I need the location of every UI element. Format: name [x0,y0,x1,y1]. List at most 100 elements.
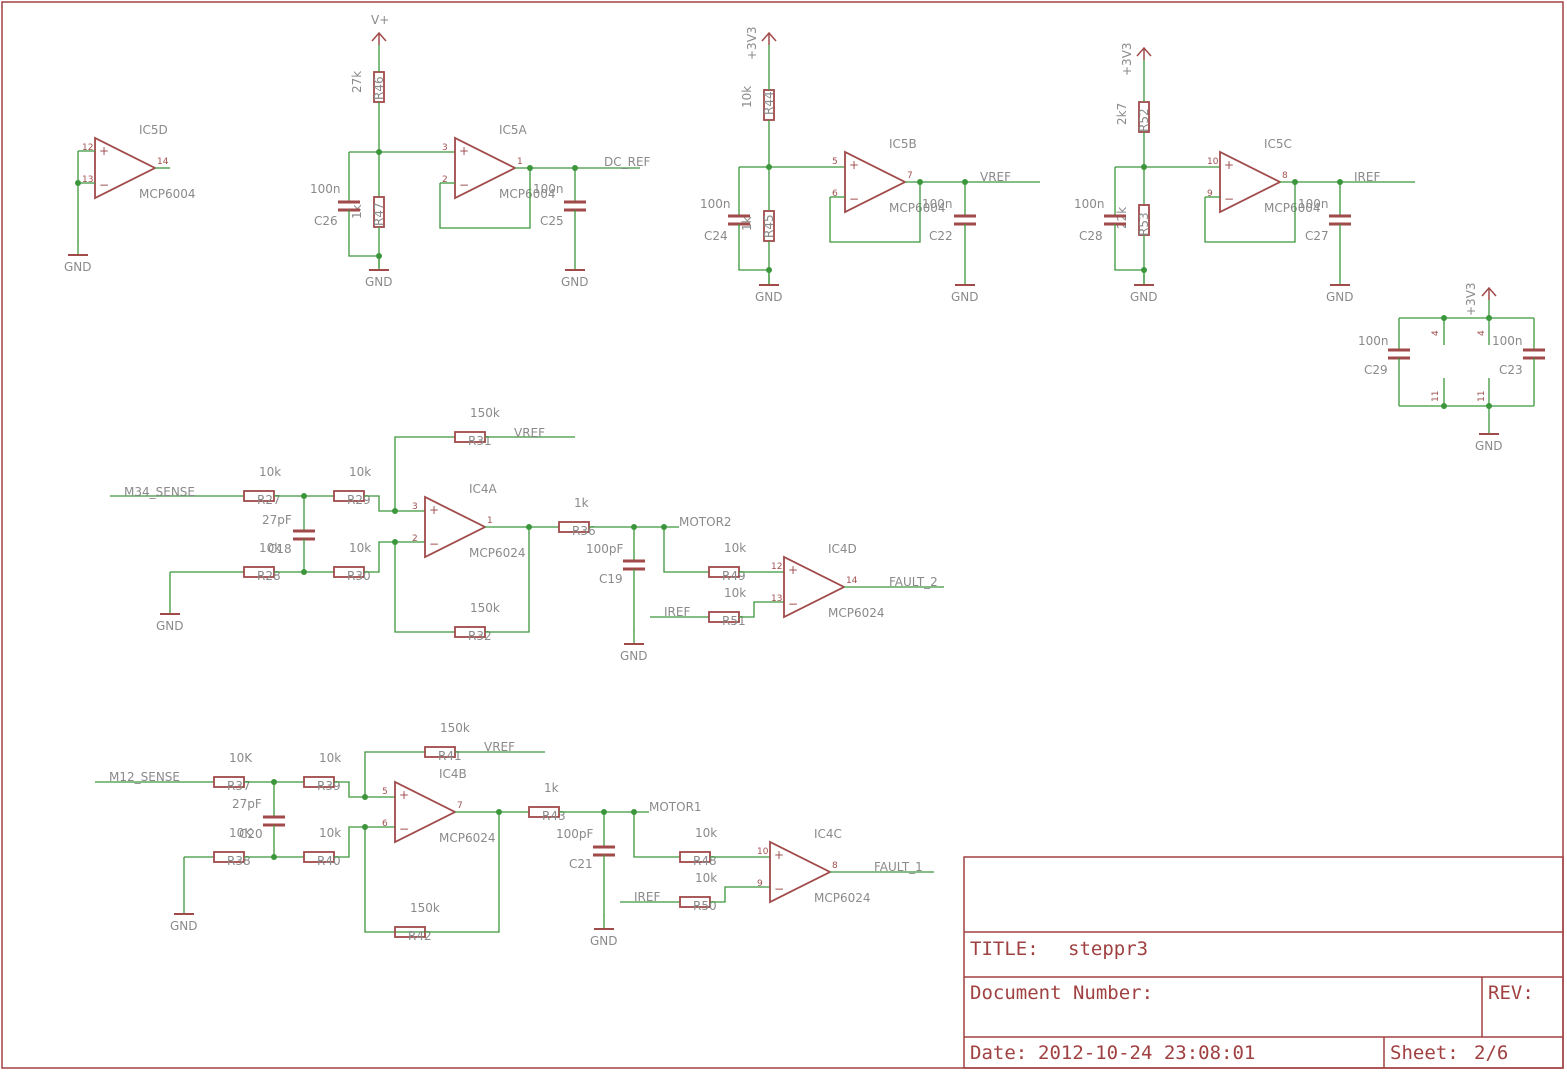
resistor-value: 1k [574,496,589,510]
pin-number: 10 [1207,157,1219,167]
capacitor-name: C24 [704,229,728,243]
title-block [963,856,1564,1069]
ground-label: GND [1475,439,1503,453]
resistor-name: R49 [722,569,746,583]
document-number-label: Document Number: [970,982,1153,1004]
net-label-dc-ref: DC_REF [604,155,651,169]
opamp-value: MCP6024 [439,831,496,845]
opamp-symbol: +− [783,555,847,619]
capacitor-value: 100n [700,197,731,211]
pin-number: 8 [1282,171,1288,181]
minus-sign: − [459,178,469,192]
pin-number: 5 [832,157,838,167]
capacitor-symbol [1388,348,1410,360]
junction-dot [1141,267,1147,273]
pin-number: 14 [846,576,858,586]
net-label-iref: IREF [664,605,690,619]
ground-label: GND [1326,290,1354,304]
minus-sign: − [788,597,798,611]
resistor-name: R39 [317,779,341,793]
resistor-value: 10K [229,751,253,765]
pin-number: 2 [442,175,448,185]
opamp-triangle [424,495,488,559]
pin-number: 8 [832,861,838,871]
resistor-value: 2k7 [1115,103,1129,125]
resistor-value: 150k [410,901,440,915]
date-label: Date: [970,1042,1027,1064]
wire [394,436,455,511]
supply-label: +3V3 [1120,42,1134,76]
capacitor-name: C22 [929,229,953,243]
opamp-triangle [1219,150,1283,214]
pin-number: 13 [82,175,93,185]
capacitor-symbol [593,845,615,857]
ground-symbol [624,630,644,645]
plus-sign: + [459,144,469,158]
minus-sign: − [429,537,439,551]
net-label-motor2: MOTOR2 [679,515,732,529]
plus-sign: + [99,144,109,158]
resistor-value: 27k [350,71,364,93]
resistor-name: R53 [1137,212,1151,236]
wire [738,224,769,271]
resistor-value: 150k [440,721,470,735]
sheet-value: 2/6 [1474,1042,1508,1064]
resistor-name: R41 [438,749,462,763]
pin-number: 5 [382,787,388,797]
opamp-value: MCP6004 [499,187,556,201]
ground-label: GND [365,275,393,289]
resistor-name: R30 [347,569,371,583]
capacitor-value: 27pF [232,797,262,811]
opamp-symbol: +− [454,136,518,200]
resistor-value: 1k [350,204,364,219]
resistor-name: R40 [317,854,341,868]
supply-label: +3V3 [745,26,759,60]
pin-number: 1 [517,157,523,167]
resistor-name: R50 [693,899,717,913]
opamp-symbol: +− [394,780,458,844]
ground-symbol [1479,420,1499,435]
net-label-vref: VREF [980,170,1011,184]
opamp-value: MCP6004 [889,201,946,215]
opamp-name: IC4C [814,827,842,841]
pin-number: 6 [382,819,388,829]
supply-label: +3V3 [1464,282,1478,316]
ground-label: GND [620,649,648,663]
minus-sign: − [774,882,784,896]
junction-dot [1292,179,1298,185]
plus-sign: + [429,503,439,517]
capacitor-name: C19 [599,572,623,586]
wire [739,601,784,618]
capacitor-symbol [263,815,285,827]
supply-label: V+ [371,13,389,27]
wire [364,541,425,573]
ground-symbol [1134,271,1154,286]
resistor-value: 10k [259,465,281,479]
pin-number: 3 [412,502,418,512]
opamp-symbol: +− [844,150,908,214]
opamp-name: IC4D [828,542,857,556]
resistor-value: 10k [319,826,341,840]
pin-number: 4 [1477,330,1487,336]
capacitor-name: C27 [1305,229,1329,243]
resistor-value: 150k [470,601,500,615]
capacitor-value: 100n [922,197,953,211]
pin-number: 9 [1207,189,1213,199]
resistor-value: 150k [470,406,500,420]
opamp-name: IC4A [469,482,498,496]
revision-label: REV: [1488,982,1534,1004]
capacitor-name: C25 [540,214,564,228]
wire [425,812,500,933]
ground-label: GND [755,290,783,304]
capacitor-name: C18 [268,542,292,556]
junction-dot [1141,164,1147,170]
wire [348,210,379,257]
plus-sign: + [774,848,784,862]
resistor-value: 10k [695,826,717,840]
junction-dot [766,267,772,273]
ground-symbol [68,241,88,256]
ground-label: GND [156,619,184,633]
resistor-value: 10k [695,871,717,885]
wire [633,812,680,858]
